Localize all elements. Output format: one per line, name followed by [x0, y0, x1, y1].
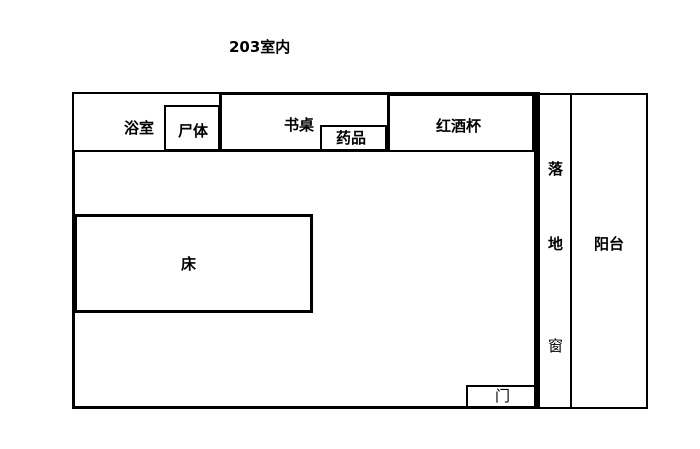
bed	[74, 214, 313, 313]
wine-glass-label: 红酒杯	[436, 117, 482, 135]
balcony-label: 阳台	[594, 235, 625, 253]
wine-glass-area	[388, 94, 534, 152]
desk-label: 书桌	[284, 116, 315, 134]
door-label: 门	[495, 387, 511, 405]
diagram-title: 203室内	[229, 38, 291, 56]
window-char-1: 落	[548, 160, 564, 178]
bathroom-label: 浴室	[124, 119, 155, 137]
bed-label: 床	[181, 255, 197, 273]
medicine-area	[320, 125, 387, 151]
corpse-area	[164, 105, 220, 151]
window-char-3: 窗	[548, 337, 564, 355]
medicine-label: 药品	[336, 129, 367, 147]
inner-wall	[534, 92, 540, 409]
corpse-label: 尸体	[178, 122, 209, 140]
window-char-2: 地	[548, 235, 564, 253]
balcony	[570, 93, 648, 409]
